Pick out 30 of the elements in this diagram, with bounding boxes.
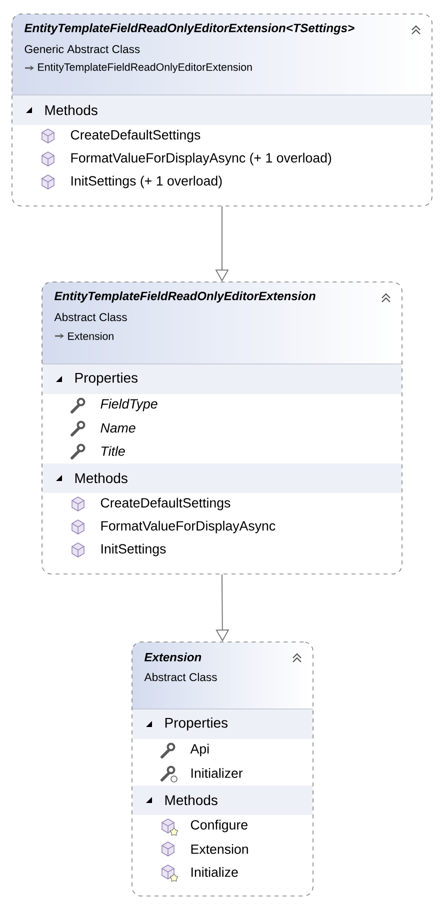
property-name: Initializer (192, 768, 243, 778)
class-name: EntityTemplateFieldReadOnlyEditorExtension (54, 291, 316, 303)
method-name: InitSettings (+ 1 overload) (72, 176, 222, 188)
class-kind: Generic Abstract Class (24, 44, 140, 54)
class-box (42, 282, 402, 574)
method-name: FormatValueForDisplayAsync (+ 1 overload) (71, 152, 332, 166)
property-name: Api (190, 744, 209, 756)
section-heading: Properties (75, 372, 138, 386)
method-name: FormatValueForDisplayAsync (101, 520, 276, 534)
section-heading: Methods (165, 794, 218, 806)
method-name: CreateDefaultSettings (70, 130, 200, 142)
method-name: CreateDefaultSettings (100, 498, 230, 510)
section-heading: Properties (165, 717, 228, 731)
section-heading: Methods (75, 472, 128, 484)
property-name: Name (100, 423, 136, 433)
class-box (12, 14, 432, 206)
section-heading: Methods (45, 104, 98, 116)
method-name: InitSettings (102, 544, 166, 556)
method-name: Extension (191, 844, 248, 854)
class-kind: Abstract Class (54, 312, 127, 322)
property-name: Title (101, 446, 125, 456)
class-box (132, 642, 314, 896)
base-class-name: EntityTemplateFieldReadOnlyEditorExtension (38, 63, 252, 73)
method-name: Initialize (192, 867, 238, 877)
class-kind: Abstract Class (144, 672, 217, 682)
class-name: Extension (144, 652, 202, 662)
class-name: EntityTemplateFieldReadOnlyEditorExtension<TSettings> (24, 23, 354, 35)
method-name: Configure (190, 820, 248, 832)
base-class-name: Extension (68, 332, 114, 340)
property-name: FieldType (100, 398, 158, 412)
